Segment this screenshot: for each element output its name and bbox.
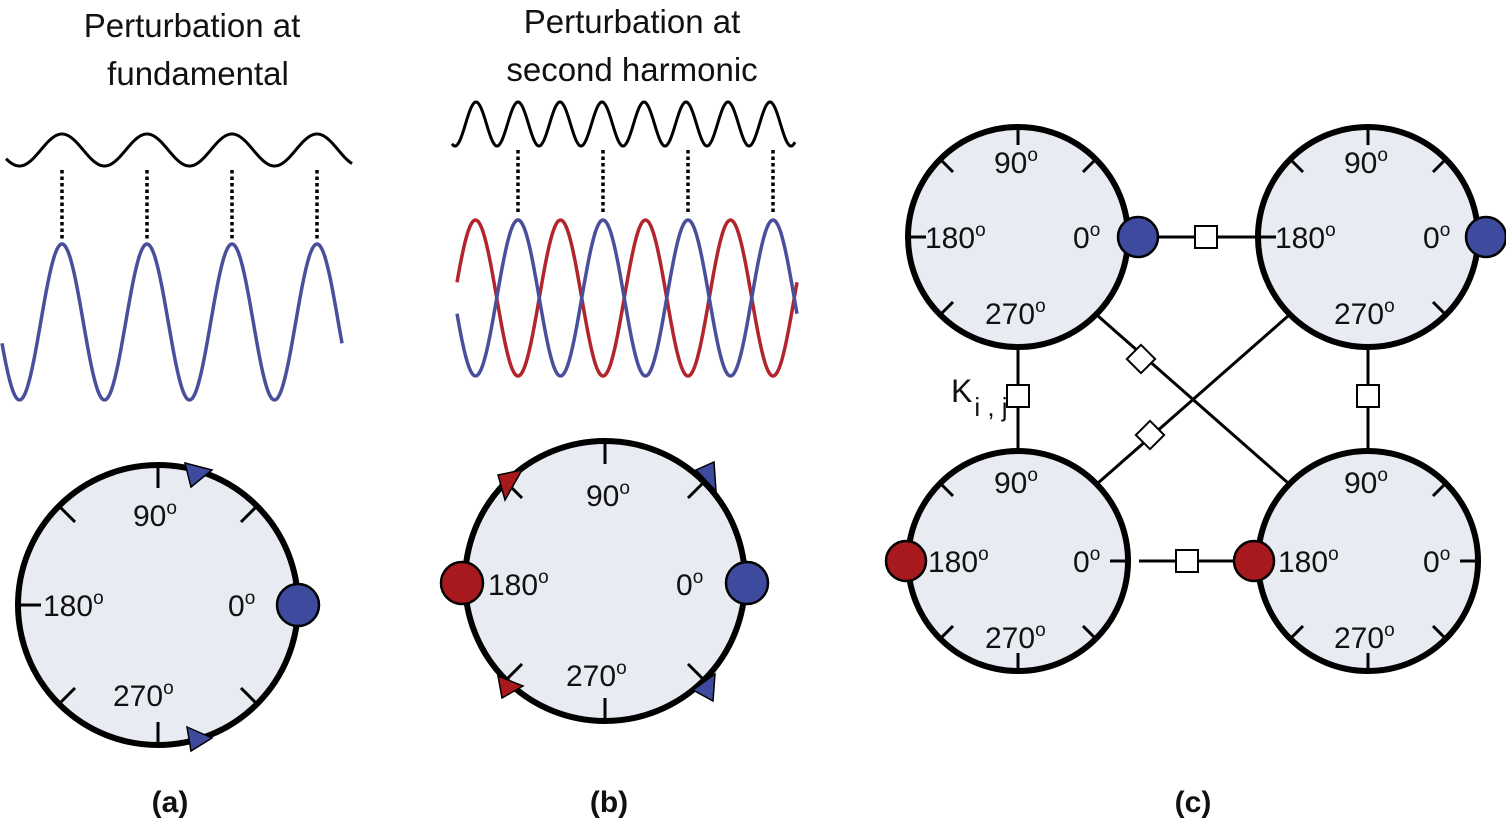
rotation-arrow-blue-bottom	[691, 672, 716, 703]
svg-text:0o: 0o	[1073, 544, 1100, 579]
oscillator-bottom-right: 90o 180o 0o 270o	[1232, 448, 1481, 674]
panel-a-title-line1: Perturbation at	[84, 7, 300, 44]
svg-text:0o: 0o	[1073, 220, 1100, 255]
angle-label-270: 270o	[566, 658, 627, 693]
coupling-elements	[1006, 225, 1380, 573]
svg-text:270o: 270o	[985, 620, 1046, 655]
svg-text:270o: 270o	[1334, 620, 1395, 655]
svg-text:270o: 270o	[1334, 296, 1395, 331]
rotation-arrow-blue-top	[694, 460, 717, 494]
panel-c-label: (c)	[1175, 786, 1212, 819]
angle-label-270: 270o	[113, 678, 174, 713]
angle-label-0: 0o	[676, 567, 703, 602]
coupling-square-left	[1006, 384, 1030, 408]
perturbation-wave-second-harmonic	[450, 100, 797, 148]
svg-text:180o: 180o	[1275, 220, 1336, 255]
panel-a: Perturbation at fundamental 90o 180o 0o …	[0, 7, 353, 819]
phase-circle-a-ticks	[18, 465, 259, 745]
phase-marker-red	[884, 539, 928, 583]
svg-text:270o: 270o	[985, 296, 1046, 331]
angle-label-90: 90o	[133, 498, 177, 533]
panel-a-label: (a)	[152, 786, 189, 819]
panel-c: 90o 180o 0o 270o 90o 180o 0o 270o	[884, 124, 1506, 819]
phase-alignment-lines-a	[60, 170, 319, 240]
coupling-label: Ki , j	[951, 373, 1008, 422]
panel-b-title-line1: Perturbation at	[524, 3, 740, 40]
rotation-arrow-red-bottom	[497, 674, 525, 700]
oscillator-wave-red	[455, 218, 799, 378]
angle-label-180: 180o	[488, 567, 549, 602]
rotation-arrow-blue-bottom	[186, 725, 214, 753]
svg-text:180o: 180o	[1278, 544, 1339, 579]
svg-text:0o: 0o	[1423, 544, 1450, 579]
angle-label-0: 0o	[228, 588, 255, 623]
coupling-square-bottom	[1175, 549, 1199, 573]
svg-text:90o: 90o	[994, 145, 1038, 180]
coupling-diamond-lower	[1134, 419, 1166, 451]
svg-text:180o: 180o	[928, 544, 989, 579]
phase-marker-blue	[275, 582, 321, 628]
oscillator-wave-blue	[455, 218, 799, 378]
angle-label-90: 90o	[586, 478, 630, 513]
perturbation-wave-fundamental	[4, 132, 353, 168]
rotation-arrow-blue-top	[183, 461, 214, 489]
phase-marker-red	[439, 560, 485, 606]
phase-marker-blue	[1464, 215, 1506, 259]
svg-text:0o: 0o	[1423, 220, 1450, 255]
panel-b: Perturbation at second harmonic 90o 180o…	[439, 3, 799, 819]
phase-marker-blue	[724, 560, 770, 606]
svg-text:180o: 180o	[925, 220, 986, 255]
oscillator-wave-fundamental	[0, 242, 344, 402]
panel-b-title-line2: second harmonic	[506, 51, 757, 88]
phase-marker-red	[1232, 539, 1276, 583]
panel-a-title-line2: fundamental	[107, 55, 289, 92]
svg-text:90o: 90o	[994, 465, 1038, 500]
coupling-diamond-upper	[1125, 343, 1157, 375]
coupling-square-top	[1194, 225, 1218, 249]
svg-text:90o: 90o	[1344, 145, 1388, 180]
rotation-arrow-red-top	[497, 468, 524, 502]
oscillator-bottom-left: 90o 180o 0o 270o	[884, 448, 1131, 674]
oscillator-top-left: 90o 180o 0o 270o	[905, 124, 1160, 350]
phase-alignment-lines-b	[516, 150, 775, 214]
coupling-square-right	[1356, 384, 1380, 408]
phase-circle-b-ticks	[504, 441, 706, 721]
angle-label-180: 180o	[43, 588, 104, 623]
svg-text:90o: 90o	[1344, 465, 1388, 500]
oscillator-top-right: 90o 180o 0o 270o	[1254, 124, 1506, 350]
panel-b-label: (b)	[590, 786, 628, 819]
phase-marker-blue	[1116, 215, 1160, 259]
